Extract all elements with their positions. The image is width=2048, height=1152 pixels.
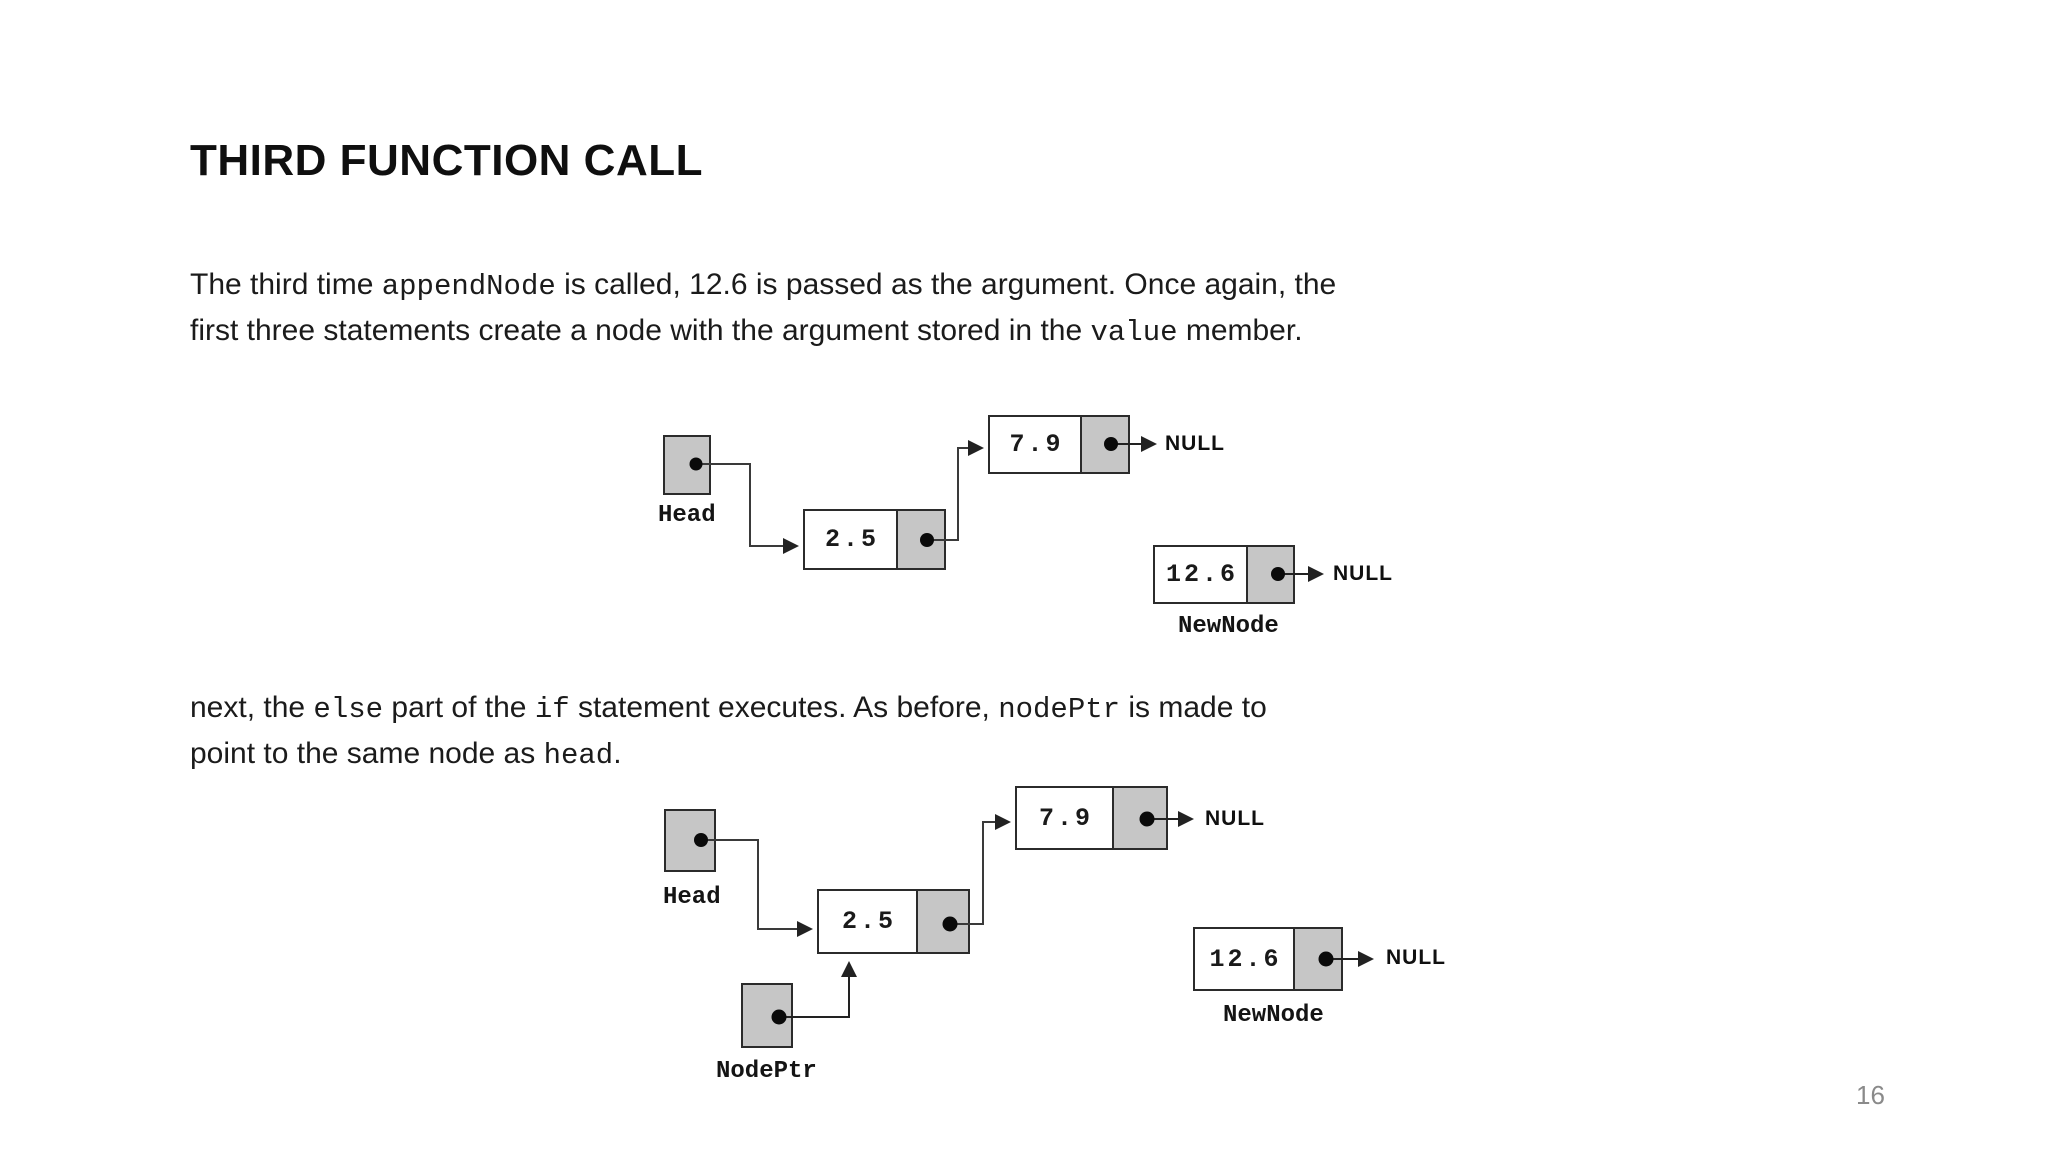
- text-segment: .: [613, 737, 622, 770]
- page-number: 16: [1856, 1080, 1885, 1110]
- node-value-cell: 12.6: [1195, 929, 1295, 989]
- node-box: 7.9: [1015, 786, 1168, 850]
- node-value-cell: 7.9: [1017, 788, 1114, 848]
- node-box: 7.9: [988, 415, 1130, 474]
- head-label: Head: [658, 502, 716, 529]
- inline-code: appendNode: [381, 270, 556, 303]
- node-pointer-cell: [1248, 547, 1293, 602]
- nodeptr-pointer-box: [741, 983, 793, 1048]
- null-label: NULL: [1165, 432, 1225, 455]
- text-segment: The third time: [190, 268, 382, 301]
- null-label: NULL: [1333, 562, 1393, 585]
- text-segment: first three statements create a node wit…: [190, 314, 1091, 347]
- text-segment: is called, 12.6 is passed as the argumen…: [555, 268, 1337, 301]
- inline-code: nodePtr: [998, 693, 1121, 726]
- null-label: NULL: [1386, 946, 1446, 969]
- node-value-cell: 12.6: [1155, 547, 1248, 602]
- body-paragraph-1: The third time appendNode is called, 12.…: [190, 263, 1840, 355]
- nodeptr-label: NodePtr: [716, 1058, 817, 1085]
- slide-title: THIRD FUNCTION CALL: [190, 136, 703, 185]
- node-box: 2.5: [817, 889, 970, 954]
- text-segment: member.: [1177, 314, 1303, 347]
- inline-code: value: [1090, 316, 1178, 349]
- inline-code: else: [313, 693, 384, 726]
- text-segment: point to the same node as: [190, 737, 544, 770]
- node-pointer-cell: [918, 891, 968, 952]
- head-pointer-box: [663, 435, 711, 495]
- newnode-box: 12.6: [1153, 545, 1295, 604]
- inline-code: head: [543, 739, 614, 772]
- node-pointer-cell: [898, 511, 944, 568]
- head-label: Head: [663, 884, 721, 911]
- newnode-label: NewNode: [1223, 1002, 1324, 1029]
- node-value-cell: 2.5: [805, 511, 898, 568]
- node-box: 2.5: [803, 509, 946, 570]
- newnode-label: NewNode: [1178, 613, 1279, 640]
- body-paragraph-2: next, the else part of the if statement …: [190, 686, 1840, 778]
- node-value-cell: 2.5: [819, 891, 918, 952]
- text-segment: next, the: [190, 691, 314, 724]
- text-segment: statement executes. As before,: [569, 691, 999, 724]
- head-pointer-box: [664, 809, 716, 872]
- node-pointer-cell: [1082, 417, 1128, 472]
- node-pointer-cell: [1295, 929, 1341, 989]
- text-segment: part of the: [383, 691, 535, 724]
- null-label: NULL: [1205, 807, 1265, 830]
- node-pointer-cell: [1114, 788, 1166, 848]
- inline-code: if: [534, 693, 570, 726]
- newnode-box: 12.6: [1193, 927, 1343, 991]
- text-segment: is made to: [1120, 691, 1267, 724]
- node-value-cell: 7.9: [990, 417, 1082, 472]
